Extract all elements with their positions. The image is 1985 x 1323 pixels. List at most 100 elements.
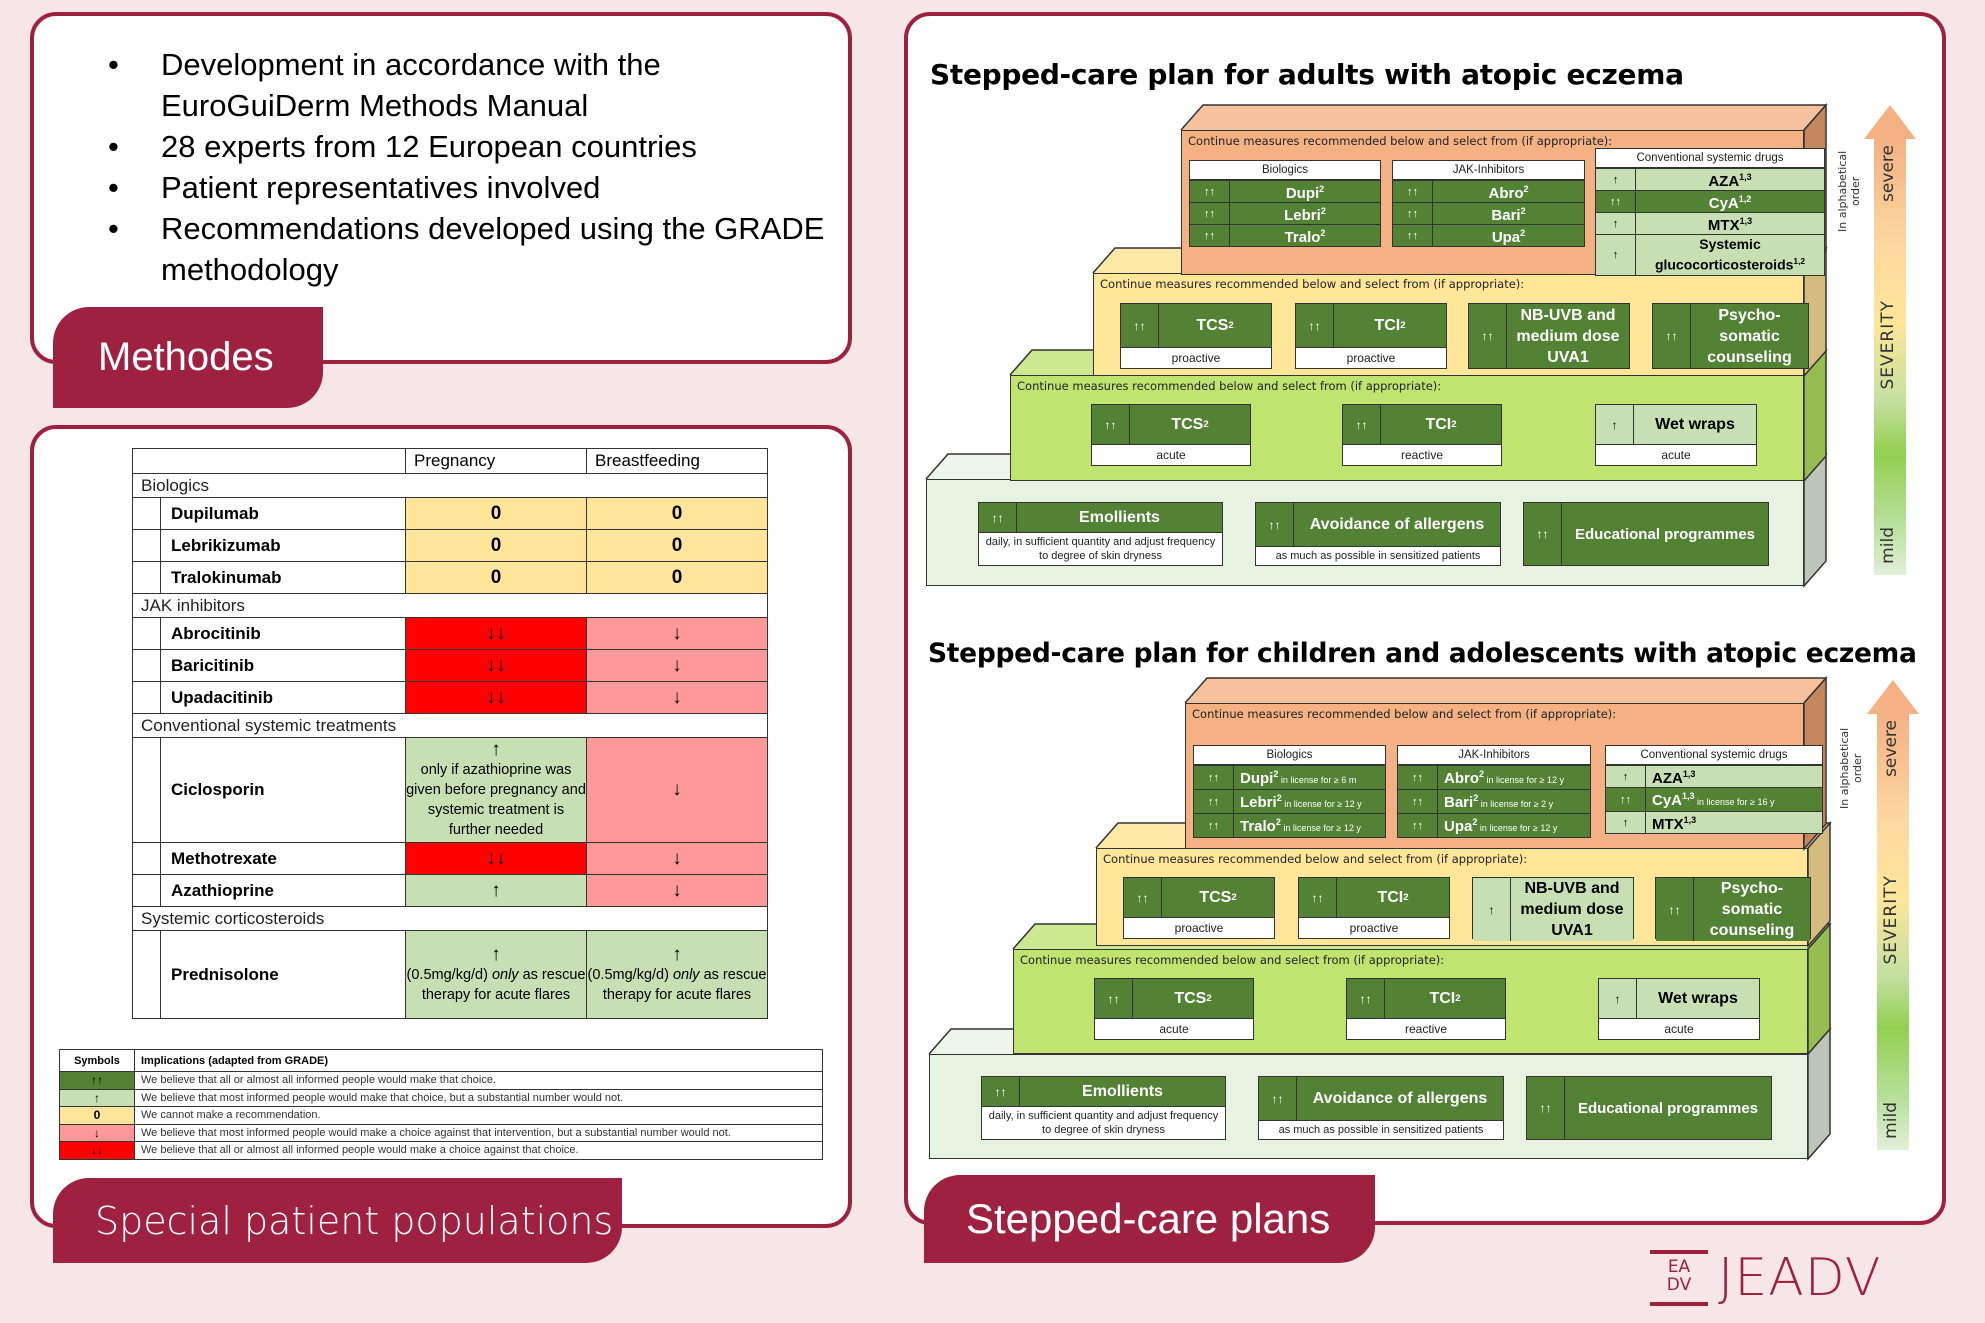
recommendation-arrow: ↑↑ xyxy=(1124,878,1162,917)
jak-inhibitors-table: JAK-Inhibitors↑↑Abro2 in license for ≥ 1… xyxy=(1397,745,1591,838)
recommendation-arrow: ↑↑ xyxy=(1095,979,1133,1018)
tier-instruction: Continue measures recommended below and … xyxy=(1020,953,1445,967)
recommendation-arrow: ↑↑ xyxy=(1296,304,1334,347)
recommendation-arrow: ↑↑ xyxy=(979,503,1017,532)
severity-severe-label: severe xyxy=(1881,720,1901,777)
tier-instruction: Continue measures recommended below and … xyxy=(1103,852,1528,866)
plan-title: Stepped-care plan for adults with atopic… xyxy=(930,58,1684,91)
drug-label: AZA1,3 xyxy=(1652,769,1696,787)
legend-text: We believe that most informed people wou… xyxy=(134,1123,823,1142)
indent-cell xyxy=(132,529,161,562)
arrow-head xyxy=(1867,680,1919,714)
drug-name: Baricitinib xyxy=(160,649,406,682)
recommendation-arrow: ↑ xyxy=(1606,812,1646,833)
box-main-row: ↑↑NB-UVB and medium dose UVA1 xyxy=(1469,304,1629,368)
drug-row: ↑↑Bari2 in license for ≥ 2 y xyxy=(1398,789,1590,813)
intervention-detail: proactive xyxy=(1121,347,1271,368)
recommendation-arrow: ↑ xyxy=(1596,169,1636,190)
methods-bullet: Development in accordance with the EuroG… xyxy=(86,44,846,126)
license-note: in license for ≥ 12 y xyxy=(1484,775,1564,785)
intervention-detail: as much as possible in sensitized patien… xyxy=(1259,1120,1503,1139)
legend-symbol: 0 xyxy=(59,1106,135,1125)
drug-name: Lebrikizumab xyxy=(160,529,406,562)
breastfeeding-recommendation: ↓ xyxy=(586,649,768,682)
legend-row: ↓We believe that most informed people wo… xyxy=(59,1123,823,1142)
jak-inhibitors-table: JAK-Inhibitors↑↑Abro2↑↑Bari2↑↑Upa2 xyxy=(1392,160,1585,247)
drug-label: Upa2 in license for ≥ 12 y xyxy=(1444,817,1558,835)
table-row: Abrocitinib↓↓↓ xyxy=(132,617,768,650)
recommendation-arrow: ↑↑ xyxy=(1656,878,1694,941)
drug-row: ↑↑Tralo2 in license for ≥ 12 y xyxy=(1194,813,1385,837)
severity-mild-label: mild xyxy=(1881,1102,1901,1139)
box-main-row: ↑↑Emollients xyxy=(979,503,1222,532)
intervention-detail: acute xyxy=(1599,1018,1759,1039)
group-row: JAK inhibitors xyxy=(132,593,768,618)
pregnancy-recommendation: ↑(0.5mg/kg/d) only as rescue therapy for… xyxy=(405,930,587,1019)
legend-symbols-header: Symbols xyxy=(59,1049,135,1072)
legend-text: We believe that most informed people wou… xyxy=(134,1088,823,1107)
recommendation-arrow: ↑↑ xyxy=(1190,203,1230,224)
methods-bullet-list: Development in accordance with the EuroG… xyxy=(86,44,846,290)
pregnancy-recommendation: 0 xyxy=(405,497,587,530)
special-populations-title: Special patient populations xyxy=(95,1198,614,1243)
intervention-label: Wet wraps xyxy=(1658,990,1738,1007)
drug-class-header: JAK-Inhibitors xyxy=(1393,161,1584,180)
intervention-label: Psycho-somatic counseling xyxy=(1709,880,1795,939)
intervention-label: Educational programmes xyxy=(1577,1099,1759,1117)
box-main-row: ↑ Wet wraps xyxy=(1599,979,1759,1018)
drug-label: CyA1,2 xyxy=(1708,194,1752,212)
tier1-intervention: ↑↑Educational programmes xyxy=(1523,502,1769,566)
breastfeeding-recommendation: ↓ xyxy=(586,617,768,650)
drug-label: MTX1,3 xyxy=(1707,216,1753,234)
recommendation-symbol: ↓ xyxy=(672,654,682,676)
intervention-label: Emollients xyxy=(1082,1083,1163,1100)
intervention-detail: proactive xyxy=(1296,347,1446,368)
recommendation-arrow: ↑↑ xyxy=(1393,203,1433,224)
pregnancy-recommendation: ↓↓ xyxy=(405,842,587,875)
tier4-top-face xyxy=(1185,678,1826,703)
eadv-mark-icon: EA DV xyxy=(1650,1250,1708,1306)
drug-name: Dupilumab xyxy=(160,497,406,530)
conventional-systemic-table: Conventional systemic drugs↑AZA1,3↑↑CyA1… xyxy=(1595,148,1825,276)
recommendation-symbol: ↓ xyxy=(672,879,682,901)
conventional-systemic-table: Conventional systemic drugs↑AZA1,3↑↑CyA1… xyxy=(1605,745,1823,834)
drug-row: ↑↑Tralo2 xyxy=(1190,224,1380,246)
recommendation-arrow: ↑ xyxy=(1599,979,1637,1018)
drug-label: Lebri2 xyxy=(1284,206,1326,224)
legend-text: We cannot make a recommendation. xyxy=(134,1106,823,1125)
recommendation-note: only if azathioprine was given before pr… xyxy=(406,762,586,838)
stepped-care-title: Stepped-care plans xyxy=(966,1195,1331,1242)
box-main-row: ↑↑ Psycho-somatic counseling xyxy=(1656,878,1810,941)
drug-row: ↑↑Bari2 xyxy=(1393,202,1584,224)
recommendation-arrow: ↑↑ xyxy=(1299,878,1337,917)
recommendation-arrow: ↑ xyxy=(1596,213,1636,234)
drug-class-header: Biologics xyxy=(1194,746,1385,765)
drug-label: AZA1,3 xyxy=(1708,172,1752,190)
box-main-row: ↑↑Educational programmes xyxy=(1527,1077,1771,1139)
stepped-care-section-label: Stepped-care plans xyxy=(924,1175,1375,1263)
arrow-shaft xyxy=(1874,139,1906,575)
indent-cell xyxy=(132,681,161,714)
special-populations-section-label: Special patient populations xyxy=(53,1178,622,1263)
intervention-detail: proactive xyxy=(1124,917,1274,938)
tier3-intervention: ↑↑ Psycho-somatic counseling xyxy=(1655,877,1811,941)
drug-name: Azathioprine xyxy=(160,874,406,907)
intervention-detail: acute xyxy=(1596,444,1756,465)
recommendation-arrow: ↑↑ xyxy=(1256,503,1294,546)
